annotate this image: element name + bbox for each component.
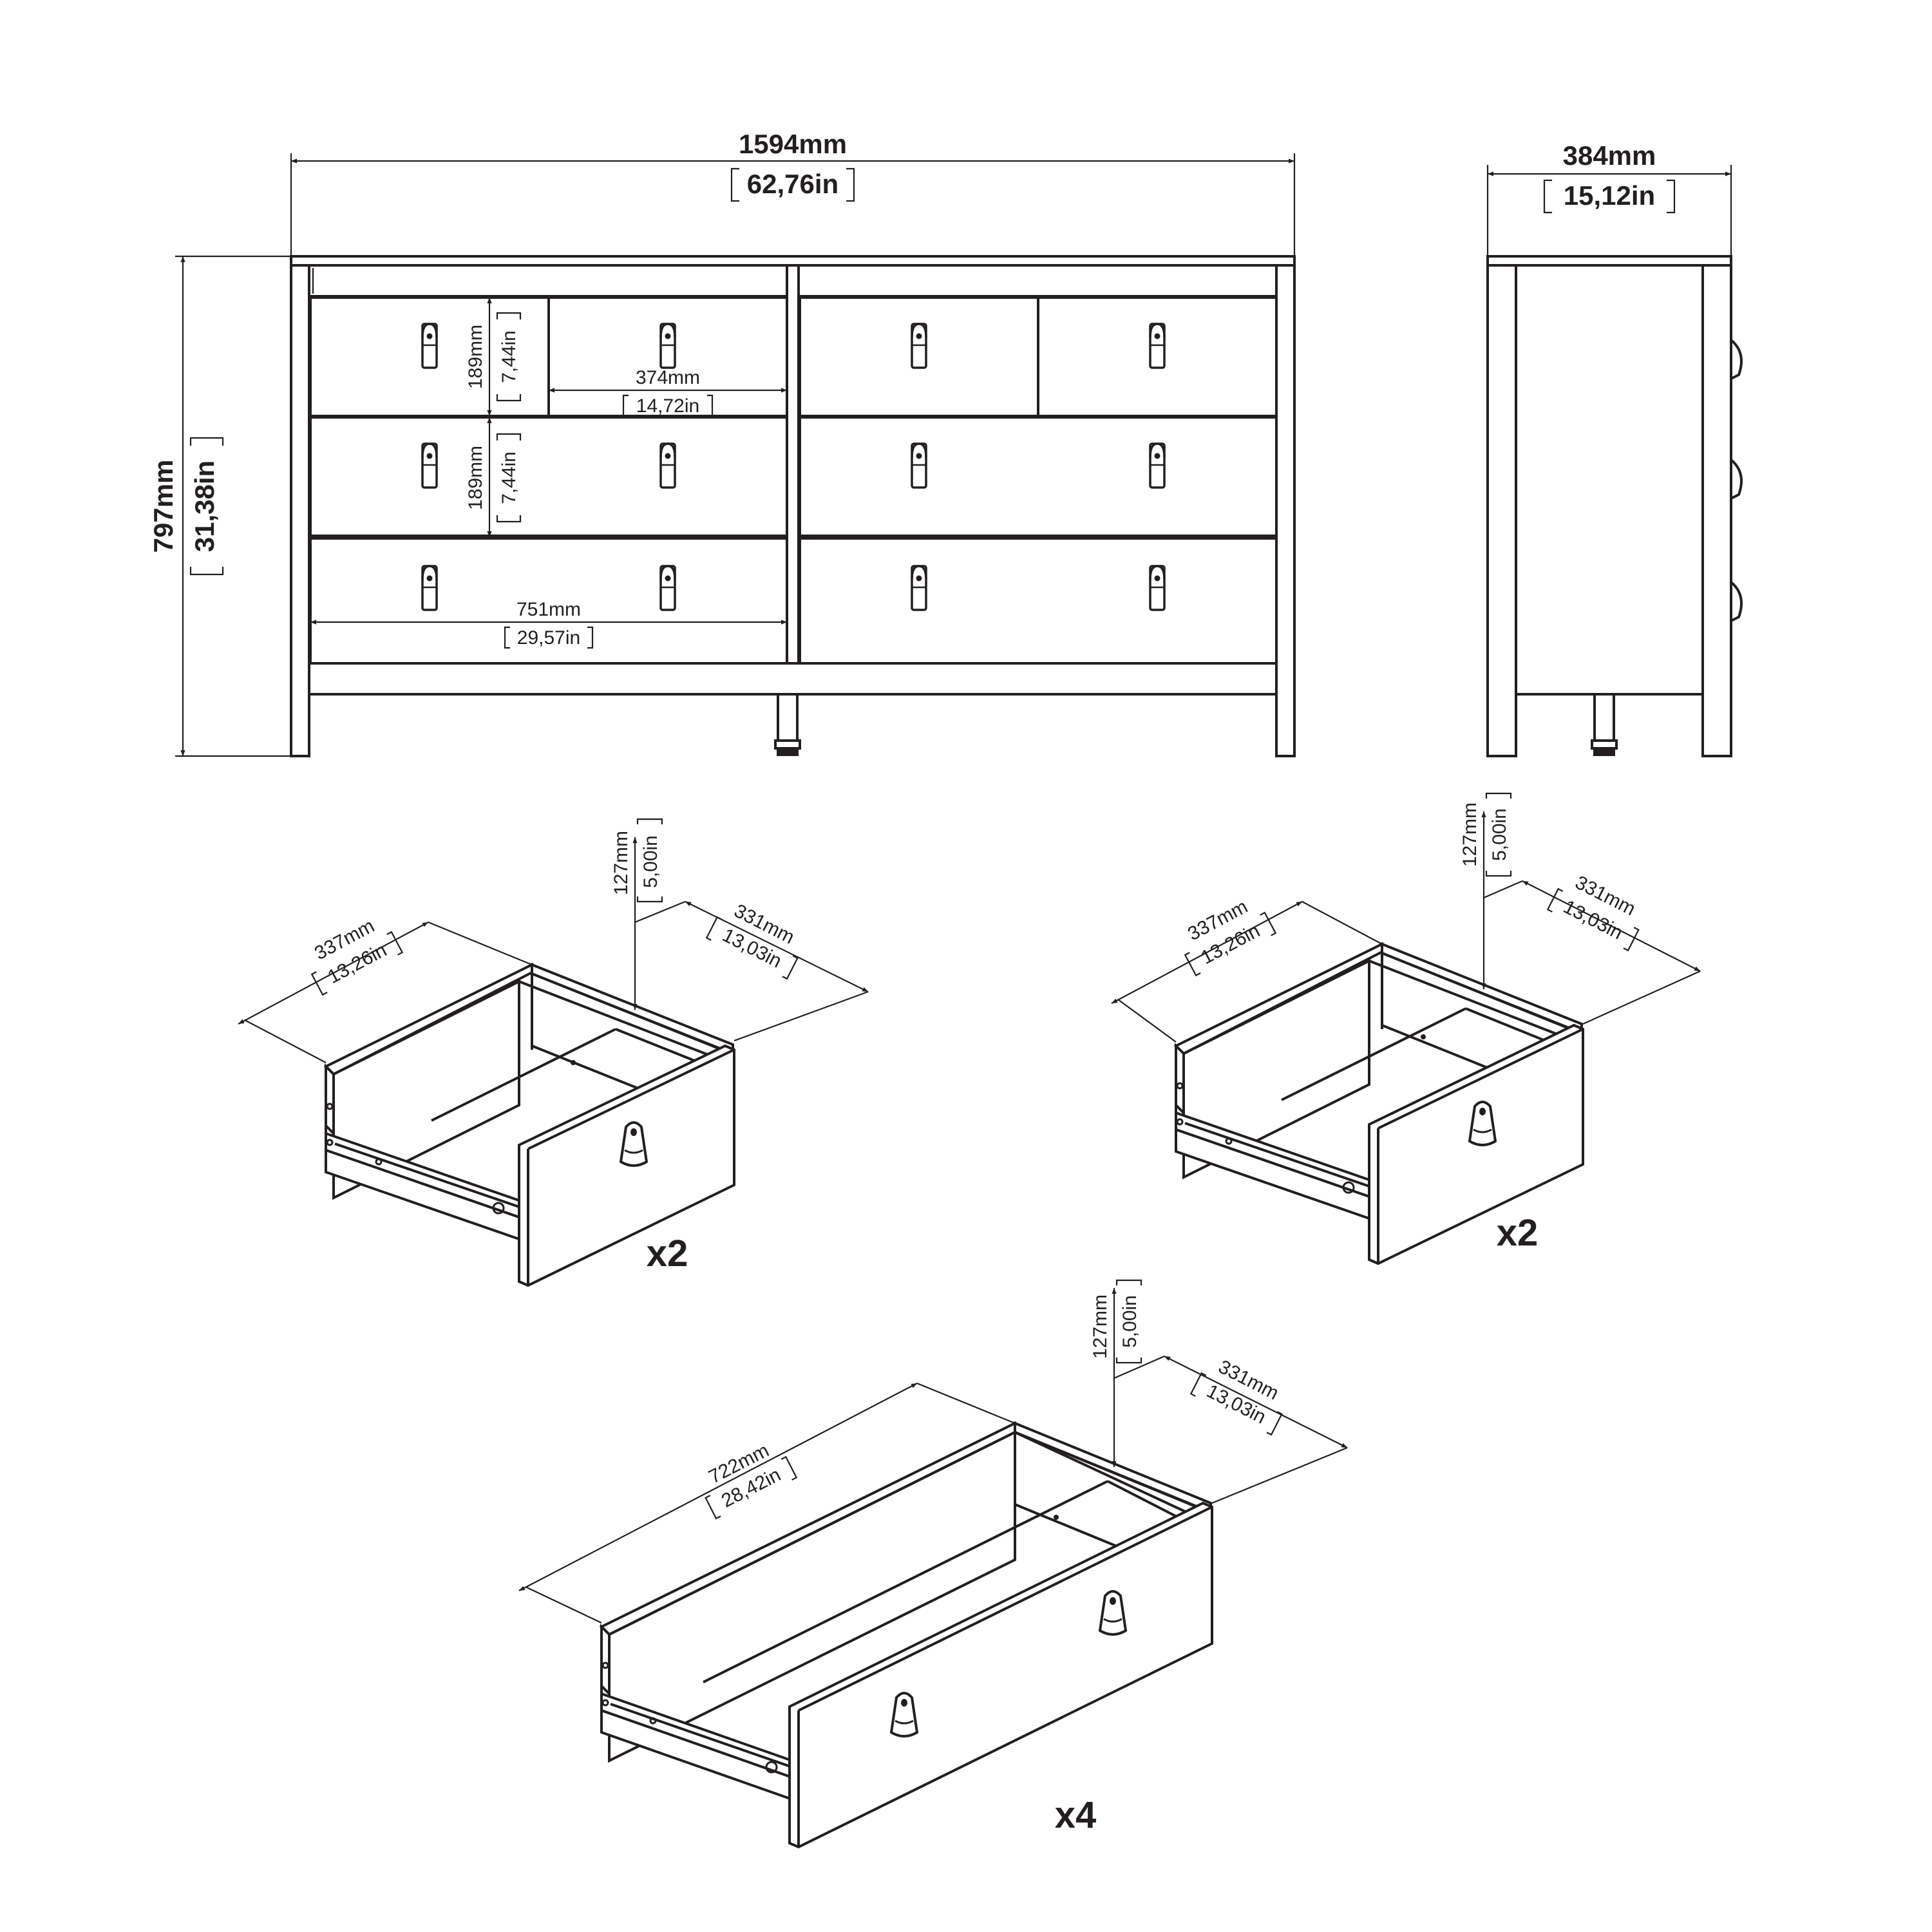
top-board xyxy=(290,255,1296,267)
drawer-small-2 xyxy=(547,296,788,417)
large-drawer-height-in-label: 7,44in xyxy=(498,451,520,504)
height-mm-label: 797mm xyxy=(148,460,178,553)
drawer-wide-quantity: x4 xyxy=(1055,1794,1097,1836)
depth-dimension: 384mm 15,12in xyxy=(1486,140,1732,255)
drawer-wide-height-dimension: 127mm 5,00in xyxy=(1090,1279,1142,1467)
front-view: 1594mm 62,76in 797mm 31,38in 189mm 7,44i… xyxy=(148,129,1296,757)
drawer-large-3 xyxy=(799,416,1278,537)
large-drawer-width-dimension: 751mm 29,57in xyxy=(310,599,787,649)
side-handle-icons xyxy=(1730,339,1743,622)
drawer-wide-handle-left-icon xyxy=(890,1692,918,1738)
small-drawer-height-mm-label: 189mm xyxy=(465,325,486,389)
small-drawer-width-in-label: 14,72in xyxy=(636,395,699,417)
bottom-rail xyxy=(308,662,1278,696)
drawer-right-height-in: 5,00in xyxy=(1489,808,1510,861)
large-drawer-height-dimension: 189mm 7,44in xyxy=(465,417,522,537)
drawer-wide-height-in: 5,00in xyxy=(1119,1295,1141,1348)
drawer-right-height-dimension: 127mm 5,00in xyxy=(1459,792,1512,989)
drawer-left-height-dimension: 127mm 5,00in xyxy=(611,818,663,1010)
drawer-right-handle-icon xyxy=(1468,1101,1497,1146)
drawer-right-isometric: 127mm 5,00in 337mm 13,26in 331mm 13,03in xyxy=(1111,792,1701,1265)
center-leg xyxy=(774,693,801,756)
side-view: 384mm 15,12in xyxy=(1486,140,1743,757)
width-in-label: 62,76in xyxy=(747,169,838,199)
drawer-wide-isometric: 127mm 5,00in 722mm 28,42in 331mm 13,03in xyxy=(518,1279,1348,1849)
drawer-large-1 xyxy=(309,416,788,537)
drawer-right-height-mm: 127mm xyxy=(1459,802,1481,867)
height-in-label: 31,38in xyxy=(189,460,220,552)
small-drawer-width-mm-label: 374mm xyxy=(636,367,700,388)
drawer-left-quantity: x2 xyxy=(647,1233,688,1274)
large-drawer-height-mm-label: 189mm xyxy=(465,446,486,510)
drawer-wide-handle-right-icon xyxy=(1099,1590,1127,1636)
large-drawer-width-mm-label: 751mm xyxy=(516,599,581,620)
drawer-left-height-mm: 127mm xyxy=(611,831,632,895)
side-back-post xyxy=(1486,264,1517,757)
drawer-left-height-in: 5,00in xyxy=(640,835,661,888)
left-post xyxy=(290,264,310,757)
height-dimension: 797mm 31,38in xyxy=(148,255,290,757)
drawer-right-quantity: x2 xyxy=(1497,1212,1539,1254)
large-drawer-width-in-label: 29,57in xyxy=(517,627,580,649)
drawer-left-isometric: 127mm 5,00in 337mm 13,26in 331mm 13,03in xyxy=(238,818,869,1287)
small-drawer-width-dimension: 374mm 14,72in xyxy=(549,367,787,417)
drawer-wide-height-mm: 127mm xyxy=(1090,1294,1111,1359)
width-mm-label: 1594mm xyxy=(739,129,847,159)
drawer-left-handle-icon xyxy=(620,1121,648,1167)
small-drawer-height-in-label: 7,44in xyxy=(498,330,520,383)
right-post xyxy=(1275,264,1296,757)
small-drawer-height-dimension: 189mm 7,44in xyxy=(465,298,522,416)
width-dimension: 1594mm 62,76in xyxy=(290,129,1296,255)
drawer-large-4 xyxy=(799,537,1278,665)
depth-mm-label: 384mm xyxy=(1563,140,1656,171)
depth-in-label: 15,12in xyxy=(1564,180,1655,211)
side-leg xyxy=(1591,693,1618,756)
side-top-board xyxy=(1486,255,1732,267)
side-front-post xyxy=(1701,264,1732,757)
drawer-large-2 xyxy=(309,537,788,665)
center-divider xyxy=(786,264,800,665)
